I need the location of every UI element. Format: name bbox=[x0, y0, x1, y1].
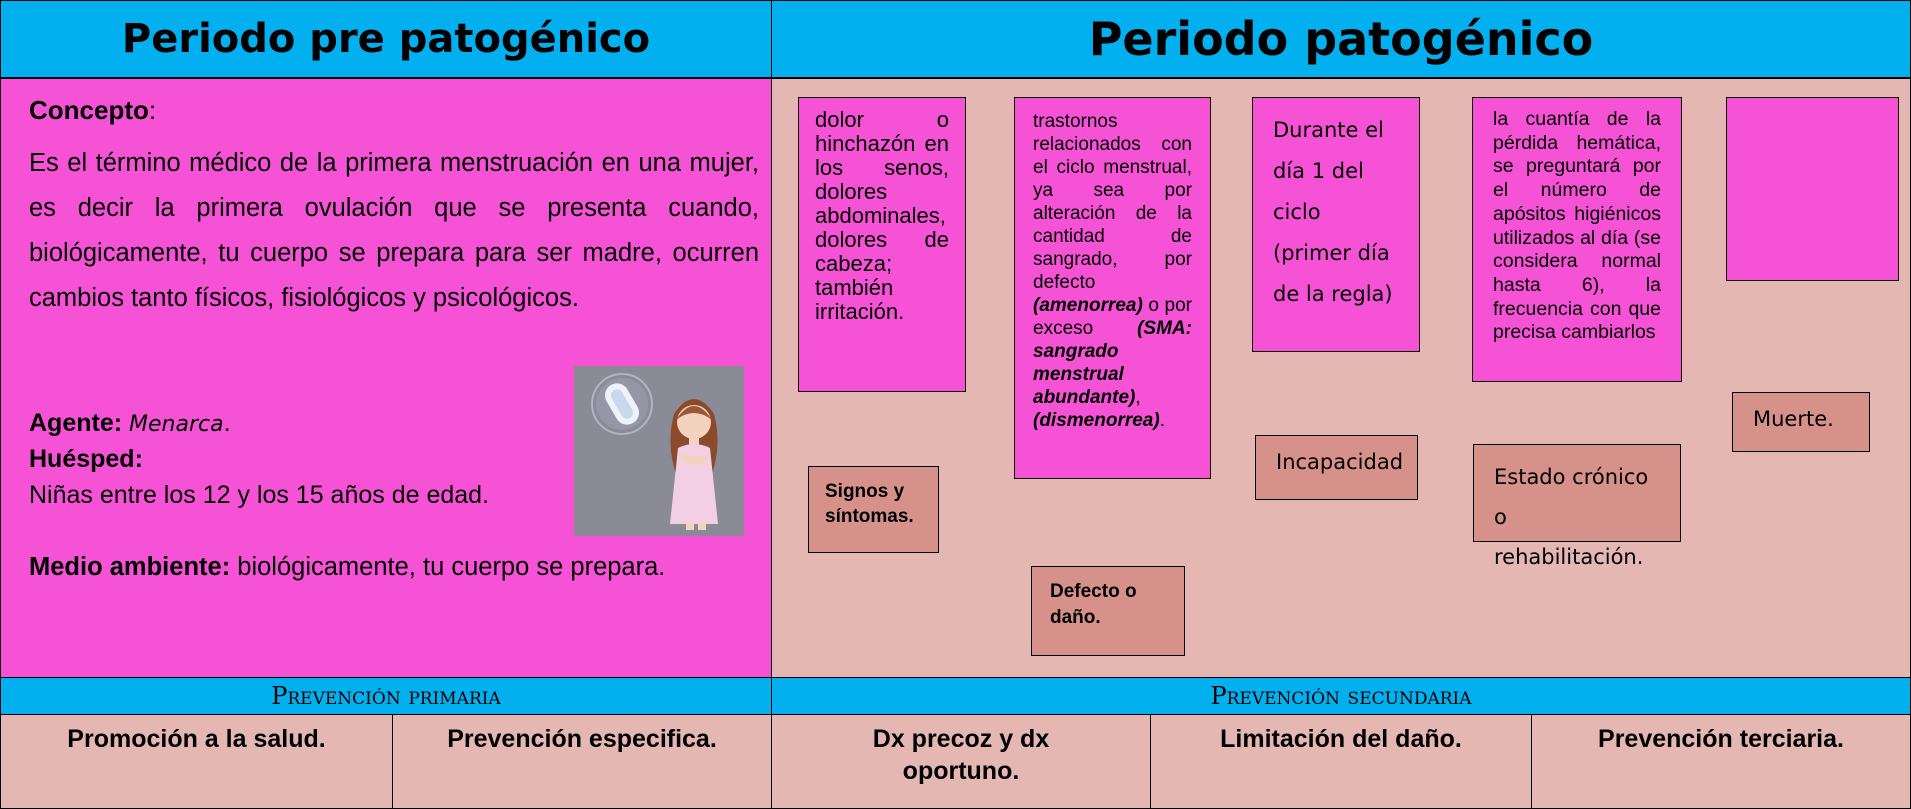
cell-dx-precoz: Dx precoz y dx oportuno. bbox=[771, 714, 1151, 809]
defecto-text-b: (amenorrea) bbox=[1033, 295, 1143, 316]
concepto-colon: : bbox=[148, 95, 157, 125]
medio-value-text: biológicamente, tu cuerpo se prepara. bbox=[237, 553, 666, 581]
defecto-text-g: . bbox=[1159, 410, 1165, 431]
card-signos-text: dolor o hinchazón en los senos, dolores … bbox=[815, 107, 949, 324]
right-panel: dolor o hinchazón en los senos, dolores … bbox=[771, 78, 1911, 678]
agente-line: Agente: Menarca. bbox=[29, 409, 231, 438]
huesped-value: Niñas entre los 12 y los 15 años de edad… bbox=[29, 481, 490, 509]
left-title: Periodo pre patogénico bbox=[0, 0, 772, 78]
defecto-text-e: , bbox=[1135, 387, 1141, 408]
label-cronico: Estado crónico o rehabilitación. bbox=[1473, 444, 1681, 569]
agente-period: . bbox=[223, 409, 231, 437]
huesped-label: Huésped: bbox=[29, 445, 143, 473]
label-incapacidad: Incapacidad bbox=[1255, 435, 1418, 500]
concepto-heading: Concepto: bbox=[29, 95, 156, 126]
card-defecto-text: trastornos relacionados con el ciclo men… bbox=[1033, 110, 1192, 432]
card-cronico-text: la cuantía de la pérdida hemática, se pr… bbox=[1493, 108, 1661, 344]
card-defecto: trastornos relacionados con el ciclo men… bbox=[1014, 97, 1211, 479]
medio-ambiente-text: Medio ambiente: biológicamente, tu cuerp… bbox=[29, 551, 759, 583]
label-signos: Signos y síntomas. bbox=[808, 466, 939, 553]
concepto-label: Concepto bbox=[29, 95, 149, 125]
cell-prevencion-terciaria: Prevención terciaria. bbox=[1531, 714, 1911, 809]
card-muerte bbox=[1726, 97, 1899, 281]
defecto-text-d: (SMA: sangrado menstrual abundante) bbox=[1033, 318, 1192, 408]
agente-value: Menarca bbox=[129, 412, 224, 437]
prevencion-secundaria-header: Prevención secundaria bbox=[771, 677, 1911, 715]
cell-promocion: Promoción a la salud. bbox=[0, 714, 393, 809]
card-signos: dolor o hinchazón en los senos, dolores … bbox=[798, 97, 966, 392]
label-muerte: Muerte. bbox=[1732, 392, 1870, 452]
right-title: Periodo patogénico bbox=[771, 0, 1911, 78]
girl-with-pad-icon bbox=[591, 373, 718, 530]
defecto-text-c: o por exceso bbox=[1033, 295, 1192, 339]
card-incapacidad: Durante el día 1 del ciclo (primer día d… bbox=[1252, 97, 1420, 352]
card-cronico: la cuantía de la pérdida hemática, se pr… bbox=[1472, 97, 1682, 382]
cell-limitacion: Limitación del daño. bbox=[1150, 714, 1532, 809]
label-defecto: Defecto o daño. bbox=[1031, 566, 1185, 656]
defecto-text-a: trastornos relacionados con el ciclo men… bbox=[1033, 111, 1192, 293]
left-panel: Concepto: Es el término médico de la pri… bbox=[0, 78, 772, 678]
prevencion-primaria-header: Prevención primaria bbox=[0, 677, 772, 715]
defecto-text-f: (dismenorrea) bbox=[1033, 410, 1160, 431]
medio-label: Medio ambiente: bbox=[29, 553, 231, 581]
cell-prevencion-especifica: Prevención especifica. bbox=[392, 714, 772, 809]
concepto-text: Es el término médico de la primera menst… bbox=[29, 149, 759, 312]
menstruation-illustration bbox=[574, 366, 744, 536]
agente-label: Agente: bbox=[29, 409, 123, 437]
